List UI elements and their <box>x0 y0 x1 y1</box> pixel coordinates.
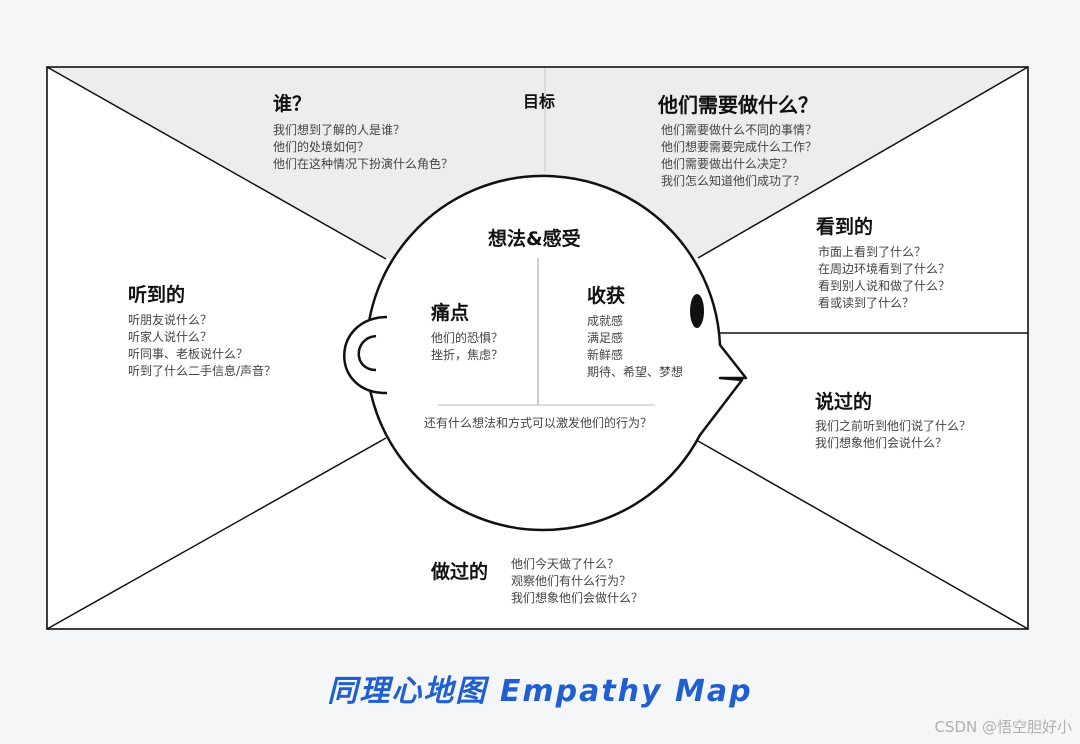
who-title: 谁？ <box>273 93 312 115</box>
divider-top-right <box>697 66 1029 259</box>
say-line: 我们之前听到他们说了什么？ <box>815 419 972 433</box>
who-line: 我们想到了解的人是谁？ <box>273 123 406 137</box>
pains-title: 痛点 <box>431 302 470 324</box>
board-border <box>46 66 1029 630</box>
hear-line: 听到了什么二手信息/声音？ <box>128 364 277 378</box>
do-line: 观察他们有什么行为？ <box>511 574 632 588</box>
need-title: 他们需要做什么？ <box>658 93 818 117</box>
divider-top-left <box>46 66 387 260</box>
see-line: 市面上看到了什么？ <box>818 245 927 259</box>
ear-inner <box>357 334 377 372</box>
goal-region <box>47 67 1028 258</box>
who-line: 他们的处境如何？ <box>273 140 370 154</box>
gains-title: 收获 <box>587 285 626 307</box>
need-lines: 他们需要做什么不同的事情？ 他们想要需要完成什么工作？ 他们需要做出什么决定？ … <box>661 122 817 190</box>
need-line: 他们需要做出什么决定？ <box>661 157 794 171</box>
think-feel-question: 还有什么想法和方式可以激发他们的行为？ <box>424 416 653 430</box>
gains-lines: 成就感 满足感 新鲜感 期待、希望、梦想 <box>587 313 683 381</box>
hear-line: 听朋友说什么？ <box>128 313 213 327</box>
diagram-caption: 同理心地图 Empathy Map <box>327 674 753 709</box>
eye <box>690 294 704 328</box>
who-line: 他们在这种情况下扮演什么角色？ <box>273 157 454 171</box>
ear-outline <box>343 315 388 395</box>
pains-lines: 他们的恐惧？ 挫折，焦虑？ <box>431 330 503 364</box>
goal-title: 目标 <box>523 92 556 111</box>
say-line: 我们想象他们会说什么？ <box>815 436 948 450</box>
see-line: 看或读到了什么？ <box>818 296 915 310</box>
watermark: CSDN @悟空胆好小 <box>934 718 1072 736</box>
hear-lines: 听朋友说什么？ 听家人说什么？ 听同事、老板说什么？ 听到了什么二手信息/声音？ <box>128 312 276 380</box>
gains-line: 新鲜感 <box>587 348 624 362</box>
do-lines: 他们今天做了什么？ 观察他们有什么行为？ 我们想象他们会做什么？ <box>511 556 643 607</box>
hear-title: 听到的 <box>128 284 186 306</box>
think-feel-title: 想法&感受 <box>488 228 581 250</box>
pains-line: 他们的恐惧？ <box>431 331 504 345</box>
do-line: 他们今天做了什么？ <box>511 557 620 571</box>
hear-line: 听家人说什么？ <box>128 330 213 344</box>
need-line: 我们怎么知道他们成功了？ <box>661 174 806 188</box>
hear-line: 听同事、老板说什么？ <box>128 347 249 361</box>
see-line: 在周边环境看到了什么？ <box>818 262 951 276</box>
gains-line: 期待、希望、梦想 <box>587 365 684 379</box>
divider-bottom-right <box>697 440 1029 630</box>
say-title: 说过的 <box>815 391 873 413</box>
gains-line: 满足感 <box>587 331 624 345</box>
do-title: 做过的 <box>431 561 489 583</box>
see-line: 看到别人说和做了什么？ <box>818 279 951 293</box>
divider-bottom-left <box>46 437 387 630</box>
need-line: 他们想要需要完成什么工作？ <box>661 140 818 154</box>
say-lines: 我们之前听到他们说了什么？ 我们想象他们会说什么？ <box>815 418 971 452</box>
pains-line: 挫折，焦虑？ <box>431 348 504 362</box>
do-line: 我们想象他们会做什么？ <box>511 591 644 605</box>
see-title: 看到的 <box>816 216 874 238</box>
who-lines: 我们想到了解的人是谁？ 他们的处境如何？ 他们在这种情况下扮演什么角色？ <box>273 122 453 173</box>
gains-line: 成就感 <box>587 314 624 328</box>
need-line: 他们需要做什么不同的事情？ <box>661 123 818 137</box>
see-lines: 市面上看到了什么？ 在周边环境看到了什么？ 看到别人说和做了什么？ 看或读到了什… <box>818 244 950 312</box>
